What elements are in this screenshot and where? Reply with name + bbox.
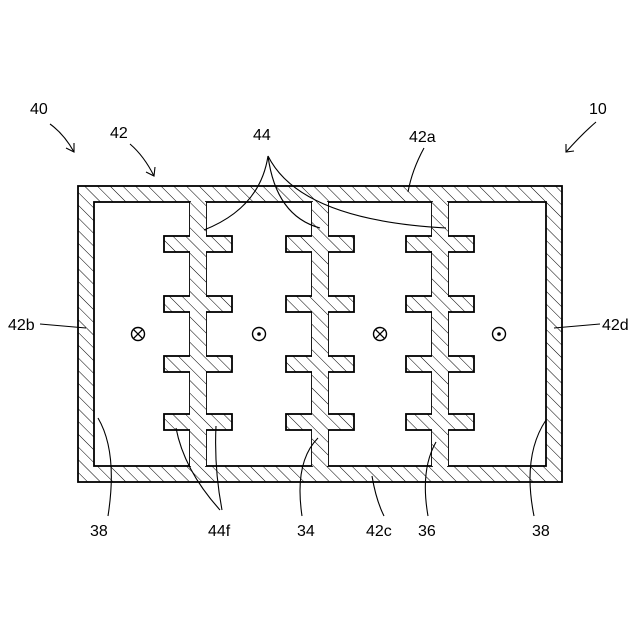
label-42d: 42d — [602, 317, 629, 334]
label-44f: 44f — [208, 523, 231, 540]
rib-3-body — [432, 202, 448, 466]
label-38-right: 38 — [532, 523, 550, 540]
label-42: 42 — [110, 125, 128, 142]
arrow-40 — [50, 124, 74, 152]
current-into-page-symbol-1 — [132, 328, 145, 341]
label-44: 44 — [253, 127, 271, 144]
label-36: 36 — [418, 523, 436, 540]
label-42b: 42b — [8, 317, 35, 334]
label-10: 10 — [589, 101, 607, 118]
current-out-of-page-symbol-2 — [493, 328, 506, 341]
rib-1-body — [190, 202, 206, 466]
label-40: 40 — [30, 101, 48, 118]
label-38-left: 38 — [90, 523, 108, 540]
label-34: 34 — [297, 523, 315, 540]
current-into-page-symbol-2 — [374, 328, 387, 341]
arrow-10 — [566, 122, 596, 152]
label-42a: 42a — [409, 129, 436, 146]
arrow-42 — [130, 144, 155, 176]
rib-2-body — [312, 202, 328, 466]
current-out-of-page-symbol-1 — [253, 328, 266, 341]
label-42c: 42c — [366, 523, 392, 540]
